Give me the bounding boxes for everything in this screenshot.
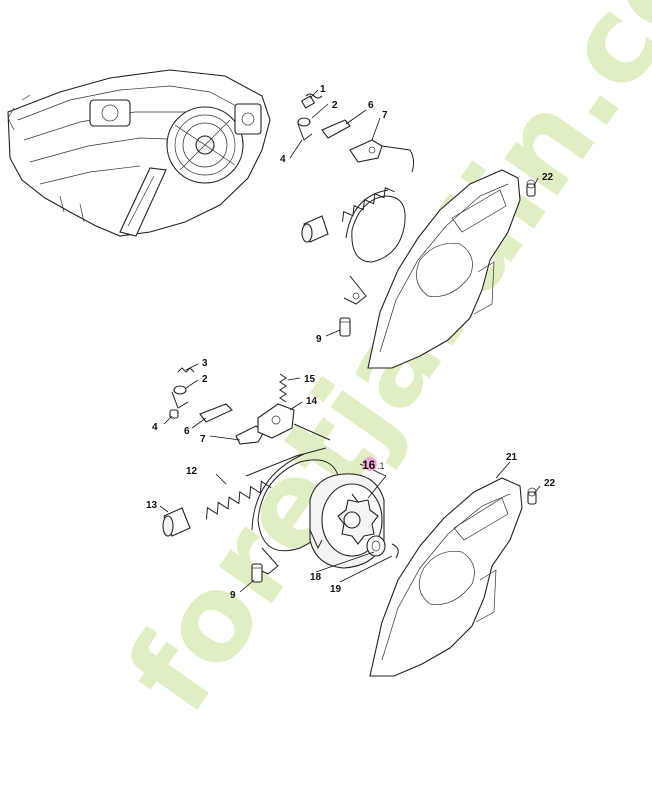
callout-lower-21: 21 <box>506 452 518 463</box>
callout-lower-7: 7 <box>200 434 206 445</box>
callout-lower-4: 4 <box>152 422 158 433</box>
lower-callouts: 2 3 4 6 7 9 12 13 14 15 18 19 21 22 <box>146 358 556 601</box>
engine-housing-illustration <box>7 69 271 237</box>
callout-16-1[interactable]: 16 .1 <box>362 458 385 472</box>
callout-lower-12: 12 <box>186 466 198 477</box>
callout-lower-13: 13 <box>146 500 158 511</box>
upper-callouts: 1 2 4 6 7 9 22 <box>280 84 554 345</box>
callout-lower-14: 14 <box>306 396 318 407</box>
callout-upper-2: 2 <box>332 100 338 111</box>
callout-upper-1: 1 <box>320 84 326 95</box>
callout-upper-6: 6 <box>368 100 374 111</box>
callout-upper-22: 22 <box>542 172 554 183</box>
callout-lower-18: 18 <box>310 572 322 583</box>
callout-upper-9: 9 <box>316 334 322 345</box>
upper-small-parts <box>297 93 415 337</box>
callout-lower-9: 9 <box>230 590 236 601</box>
clutch-drum <box>309 473 399 569</box>
callout-lower-3: 3 <box>202 358 208 369</box>
callout-upper-7: 7 <box>382 110 388 121</box>
callout-lower-22: 22 <box>544 478 556 489</box>
upper-sprocket-cover <box>367 169 536 369</box>
lower-sprocket-cover <box>369 477 537 677</box>
callout-lower-15: 15 <box>304 374 316 385</box>
callout-lower-19: 19 <box>330 584 342 595</box>
callout-16-main: 16 <box>362 458 376 472</box>
lower-small-parts <box>162 367 341 583</box>
callout-16-sub: .1 <box>377 461 385 471</box>
callout-upper-4: 4 <box>280 154 286 165</box>
callout-lower-6: 6 <box>184 426 190 437</box>
callout-lower-2: 2 <box>202 374 208 385</box>
highlight-marker <box>363 457 377 471</box>
